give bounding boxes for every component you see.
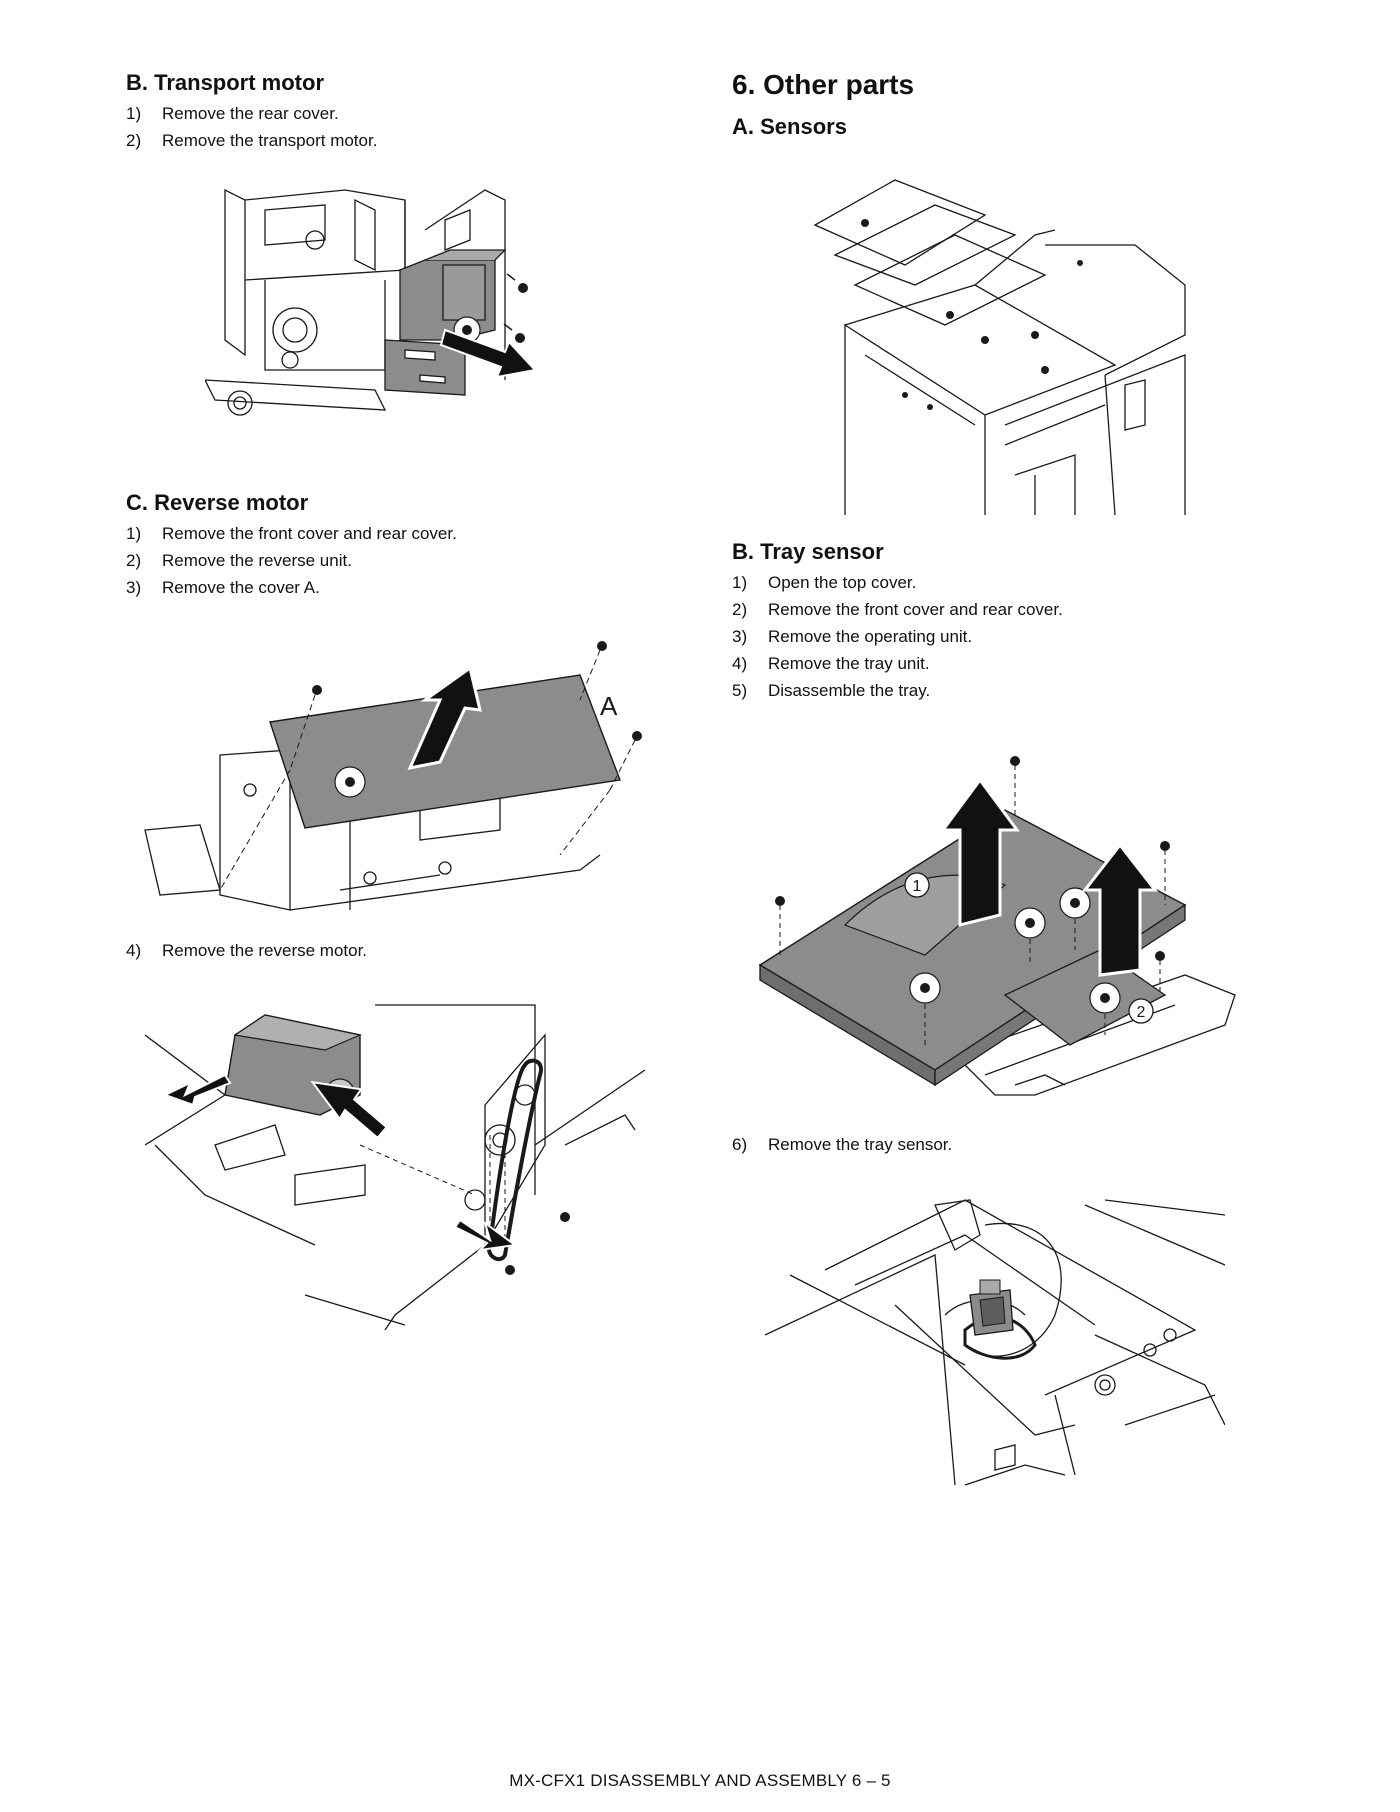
- page-footer: MX-CFX1 DISASSEMBLY AND ASSEMBLY 6 – 5: [509, 1771, 891, 1790]
- tray-sensor-figure: [765, 1199, 1225, 1486]
- cover-a-figure: A: [144, 641, 642, 911]
- cover-a-label: A: [600, 691, 618, 721]
- reverse-step-1: 1)Remove the front cover and rear cover.: [126, 524, 457, 543]
- reverse-step-3: 3)Remove the cover A.: [126, 578, 320, 597]
- tray-sensor-heading: B. Tray sensor: [732, 539, 884, 564]
- transport-motor-figure: [205, 188, 537, 416]
- transport-motor-heading: B. Transport motor: [126, 70, 325, 95]
- tray-step-1: 1)Open the top cover.: [732, 573, 917, 592]
- transport-step-2: 2)Remove the transport motor.: [126, 131, 378, 150]
- reverse-motor-figure: [145, 1004, 645, 1331]
- sensors-figure: [813, 179, 1186, 515]
- tray-step-6: 6)Remove the tray sensor.: [732, 1135, 953, 1154]
- sensors-heading: A. Sensors: [732, 114, 847, 139]
- reverse-motor-heading: C. Reverse motor: [126, 490, 309, 515]
- reverse-step-4: 4)Remove the reverse motor.: [126, 941, 368, 960]
- tray-figure: 1 2: [758, 756, 1236, 1096]
- tray-step-4: 4)Remove the tray unit.: [732, 654, 930, 673]
- tray-step-3: 3)Remove the operating unit.: [732, 627, 973, 646]
- callout-1: 1: [913, 878, 922, 895]
- callout-2: 2: [1137, 1004, 1146, 1021]
- tray-step-5: 5)Disassemble the tray.: [732, 681, 931, 700]
- transport-step-1: 1)Remove the rear cover.: [126, 104, 339, 123]
- reverse-step-2: 2)Remove the reverse unit.: [126, 551, 352, 570]
- section-title: 6. Other parts: [732, 69, 915, 100]
- tray-step-2: 2)Remove the front cover and rear cover.: [732, 600, 1063, 619]
